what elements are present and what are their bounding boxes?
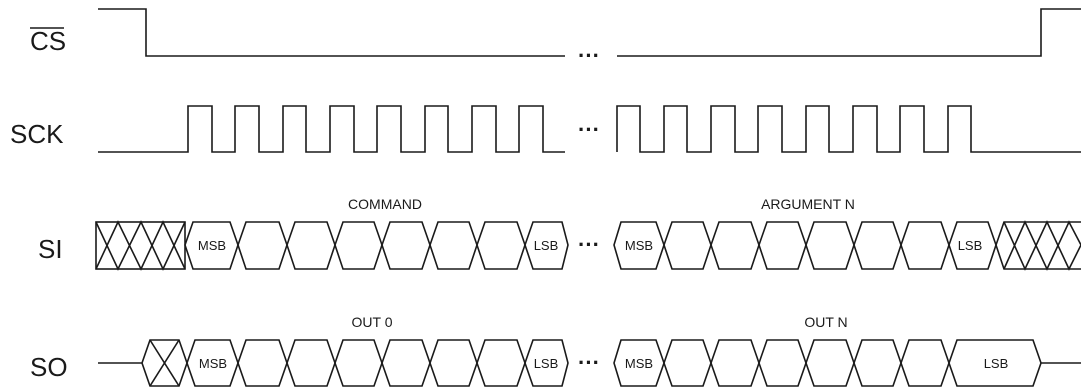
cs-label: CS — [30, 26, 66, 56]
so-dont-care — [141, 339, 188, 387]
so-outn-lsb: LSB — [984, 356, 1009, 371]
so-ellipsis: ··· — [578, 350, 600, 375]
si-command-lsb: LSB — [534, 238, 559, 253]
si-dont-care-right — [995, 220, 1081, 271]
sck-waveform-right — [616, 105, 1081, 153]
si-argument-bus — [613, 221, 997, 270]
si-command-msb: MSB — [198, 238, 226, 253]
sck-label: SCK — [10, 119, 64, 149]
si-label: SI — [38, 234, 63, 264]
so-out0-label: OUT 0 — [352, 314, 393, 330]
cs-waveform-right — [617, 8, 1081, 57]
so-outn-bus — [613, 339, 1042, 387]
so-label: SO — [30, 352, 68, 382]
so-out0-lsb: LSB — [534, 356, 559, 371]
sck-waveform-left — [98, 105, 565, 153]
cs-ellipsis: ··· — [578, 43, 600, 68]
so-outn-label: OUT N — [804, 314, 847, 330]
si-argument-msb: MSB — [625, 238, 653, 253]
so-outn-msb: MSB — [625, 356, 653, 371]
si-command-label: COMMAND — [348, 196, 422, 212]
sck-ellipsis: ··· — [578, 117, 600, 142]
si-dont-care-left — [95, 220, 186, 271]
so-out0-bus — [186, 339, 569, 387]
so-out0-msb: MSB — [199, 356, 227, 371]
si-argument-label: ARGUMENT N — [761, 196, 855, 212]
si-ellipsis: ··· — [578, 232, 600, 257]
si-argument-lsb: LSB — [958, 238, 983, 253]
si-command-bus — [184, 221, 569, 270]
cs-waveform-left — [98, 8, 565, 57]
